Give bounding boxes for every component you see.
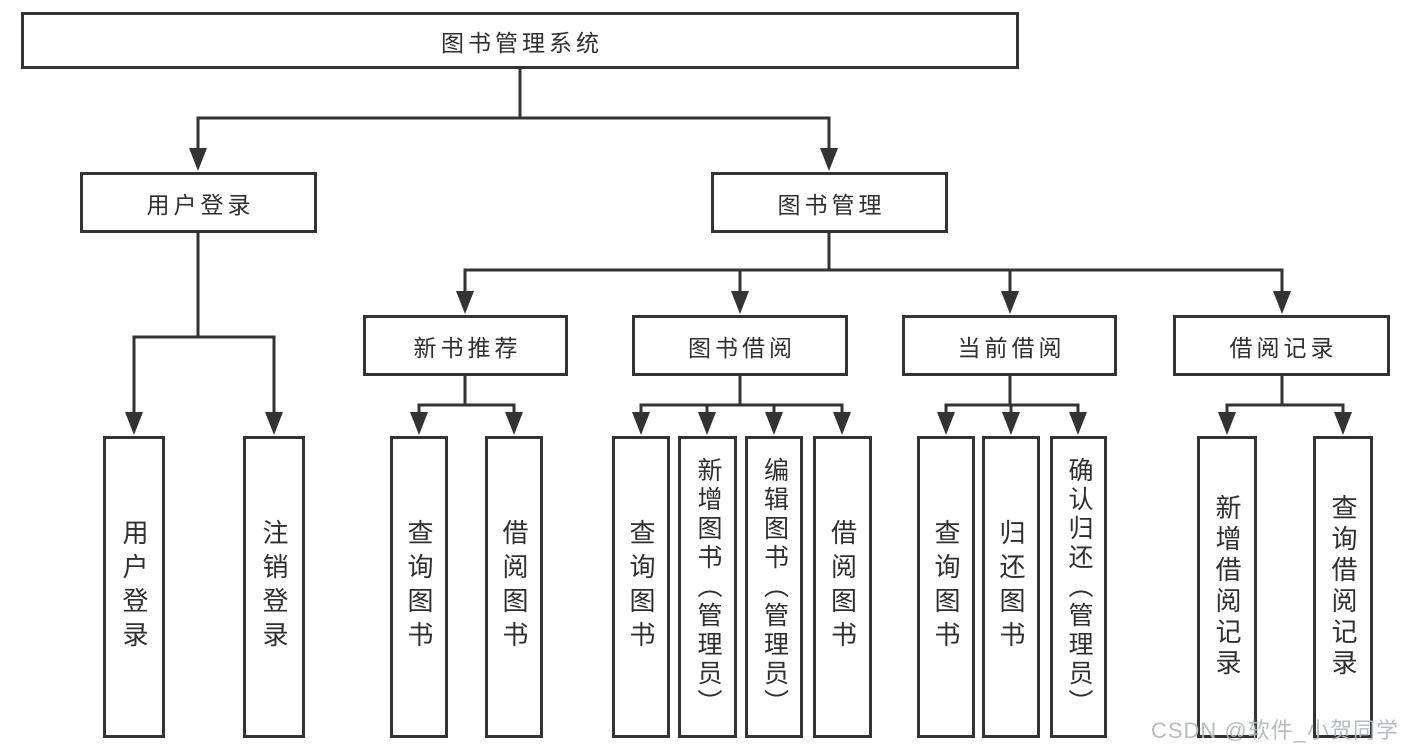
node-library-management-system: 图书管理系统 — [21, 12, 1019, 69]
leaf-label: 用户登录 — [119, 519, 149, 655]
leaf-label: 查询图书 — [404, 519, 434, 655]
leaf-query-books-2: 查询图书 — [612, 436, 670, 738]
node-user-login: 用户登录 — [80, 172, 317, 233]
node-label: 借阅记录 — [1229, 334, 1338, 361]
leaf-label: 归还图书 — [996, 519, 1026, 655]
leaf-label: 查询图书 — [931, 519, 961, 655]
leaf-edit-books-admin: 编辑图书（管理员） — [745, 436, 803, 738]
leaf-borrow-books-2: 借阅图书 — [813, 436, 872, 738]
leaf-borrow-books-1: 借阅图书 — [485, 436, 543, 738]
node-label: 图书管理 — [777, 191, 886, 218]
leaf-user-login: 用户登录 — [103, 436, 165, 738]
leaf-label: 新增图书（管理员） — [694, 456, 722, 718]
node-book-management: 图书管理 — [711, 172, 948, 233]
leaf-add-books-admin: 新增图书（管理员） — [678, 436, 737, 738]
leaf-label: 查询借阅记录 — [1328, 494, 1358, 680]
node-label: 当前借阅 — [957, 334, 1066, 361]
leaf-confirm-return-admin: 确认归还（管理员） — [1050, 436, 1107, 738]
leaf-query-borrow-record: 查询借阅记录 — [1313, 436, 1373, 738]
leaf-return-books: 归还图书 — [982, 436, 1040, 738]
node-book-borrow: 图书借阅 — [632, 315, 848, 376]
leaf-add-borrow-record: 新增借阅记录 — [1197, 436, 1257, 738]
leaf-label: 查询图书 — [626, 519, 656, 655]
leaf-label: 借阅图书 — [827, 519, 858, 655]
leaf-query-books-3: 查询图书 — [917, 436, 975, 738]
node-new-book-recommend: 新书推荐 — [363, 315, 568, 376]
leaf-label: 借阅图书 — [499, 519, 529, 655]
node-label: 新书推荐 — [413, 334, 522, 361]
leaf-query-books-1: 查询图书 — [390, 436, 448, 738]
leaf-logout: 注销登录 — [243, 436, 305, 738]
leaf-label: 注销登录 — [259, 519, 289, 655]
node-label: 用户登录 — [146, 191, 255, 218]
csdn-watermark: CSDN @软件_小贺同学 — [1150, 718, 1399, 743]
leaf-label: 编辑图书（管理员） — [760, 456, 789, 718]
leaf-label: 新增借阅记录 — [1212, 494, 1242, 680]
leaf-label: 确认归还（管理员） — [1065, 456, 1093, 718]
node-borrow-records: 借阅记录 — [1173, 315, 1390, 376]
node-current-borrow: 当前借阅 — [902, 315, 1117, 376]
node-label: 图书管理系统 — [441, 29, 603, 56]
node-label: 图书借阅 — [688, 334, 796, 361]
